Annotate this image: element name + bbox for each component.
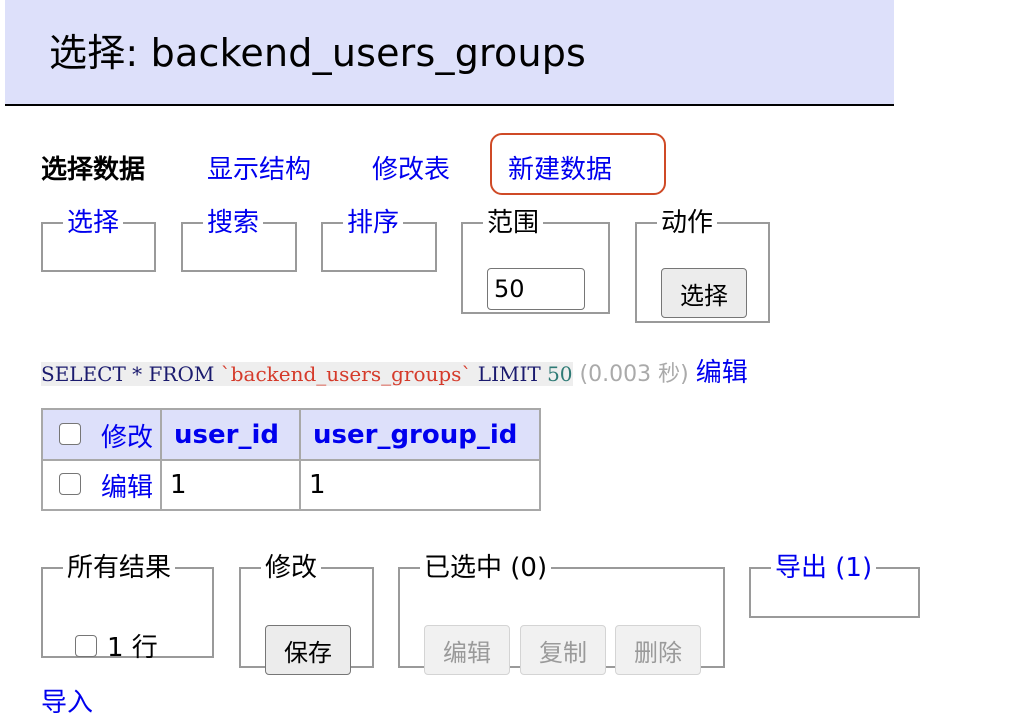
save-button[interactable]: 保存 — [265, 625, 351, 675]
header-action-cell: 修改 — [41, 408, 162, 461]
sql-limit-value: 50 — [547, 362, 573, 386]
edit-selected-button[interactable]: 编辑 — [424, 625, 510, 675]
action-fieldset: 动作 选择 — [635, 210, 770, 323]
limit-legend: 范围 — [487, 208, 540, 238]
all-results-legend: 所有结果 — [67, 553, 172, 583]
header-modify-link[interactable]: 修改 — [101, 422, 154, 453]
cell-user-group-id: 1 — [299, 459, 541, 511]
export-link[interactable]: 导出 (1) — [775, 553, 873, 583]
row-action-cell: 编辑 — [41, 459, 162, 511]
copy-selected-button[interactable]: 复制 — [520, 625, 606, 675]
nav-alter-table[interactable]: 修改表 — [372, 155, 451, 185]
table-header-row: 修改 user_id user_group_id — [41, 408, 541, 461]
all-results-fieldset: 所有结果 1 行 — [41, 553, 214, 663]
sql-query-line: SELECT * FROM `backend_users_groups` LIM… — [41, 352, 748, 389]
nav-new-item-highlight: 新建数据 — [490, 133, 666, 195]
sort-fieldset: 排序 — [321, 210, 437, 272]
search-link[interactable]: 搜索 — [207, 208, 260, 238]
select-all-checkbox[interactable] — [59, 422, 81, 445]
page-title: 选择: backend_users_groups — [49, 31, 587, 75]
all-results-count: 1 行 — [107, 633, 158, 663]
header-user-id[interactable]: user_id — [160, 408, 301, 461]
modify-legend: 修改 — [265, 553, 318, 583]
row-edit-link[interactable]: 编辑 — [101, 473, 154, 503]
results-table: 修改 user_id user_group_id 编辑 1 1 — [41, 408, 541, 511]
select-columns-link[interactable]: 选择 — [67, 208, 120, 238]
header-user-group-id[interactable]: user_group_id — [299, 408, 541, 461]
search-fieldset: 搜索 — [181, 210, 297, 272]
page-header: 选择: backend_users_groups — [5, 0, 894, 106]
sort-link[interactable]: 排序 — [347, 208, 400, 238]
edit-query-link[interactable]: 编辑 — [695, 358, 748, 388]
nav-select-data: 选择数据 — [41, 155, 146, 185]
export-fieldset: 导出 (1) — [749, 555, 920, 618]
sql-table-name: `backend_users_groups` — [220, 362, 472, 386]
select-fieldset: 选择 — [41, 210, 156, 272]
all-results-checkbox[interactable] — [75, 635, 97, 657]
row-checkbox[interactable] — [59, 473, 81, 495]
selected-legend: 已选中 (0) — [424, 553, 548, 583]
cell-user-id: 1 — [160, 459, 301, 511]
modify-fieldset: 修改 保存 — [239, 553, 374, 675]
action-legend: 动作 — [661, 208, 714, 238]
import-link[interactable]: 导入 — [41, 688, 94, 718]
selected-fieldset: 已选中 (0) 编辑 复制 删除 — [398, 553, 725, 675]
nav-new-item[interactable]: 新建数据 — [508, 155, 613, 185]
nav-show-structure[interactable]: 显示结构 — [207, 155, 312, 185]
select-submit-button[interactable]: 选择 — [661, 268, 747, 318]
query-time: (0.003 秒) — [579, 362, 689, 387]
sql-code: SELECT * FROM `backend_users_groups` LIM… — [41, 362, 573, 386]
limit-input[interactable] — [487, 268, 585, 310]
limit-fieldset: 范围 — [461, 210, 610, 314]
table-row: 编辑 1 1 — [41, 459, 541, 511]
delete-selected-button[interactable]: 删除 — [615, 625, 701, 675]
